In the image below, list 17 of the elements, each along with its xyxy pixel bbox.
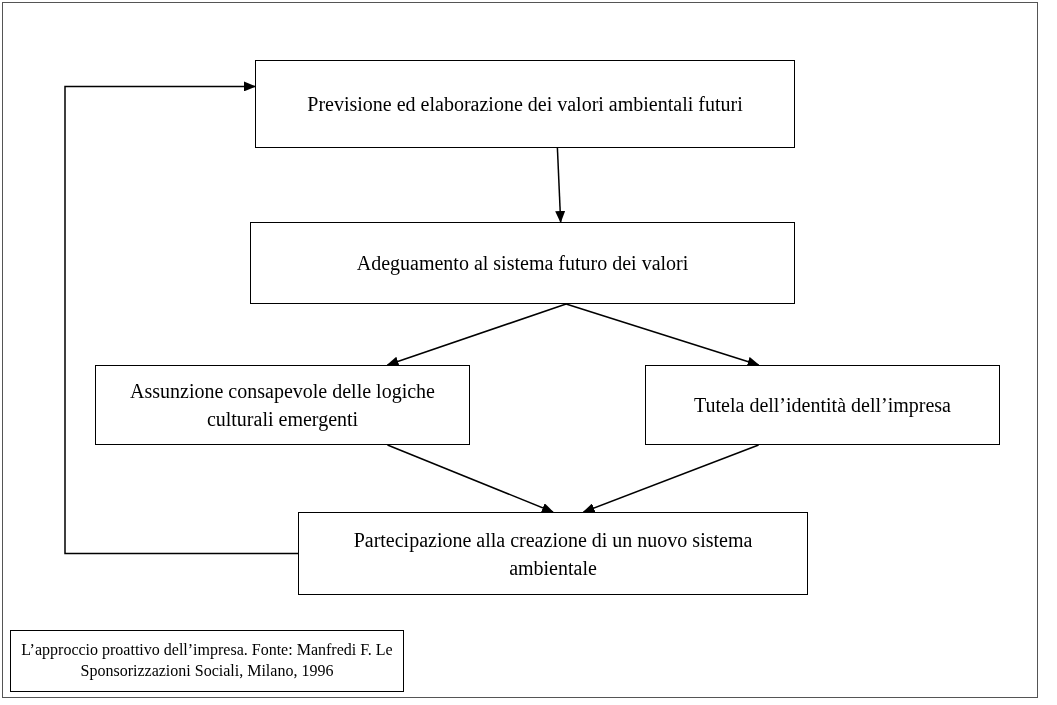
box-text: Adeguamento al sistema futuro dei valori [356,251,689,277]
process-box [298,512,808,595]
arrow [386,303,567,367]
arrow [582,444,760,513]
arrow [64,81,299,555]
caption: L’approccio proattivo dell’impresa. Fonte: Manfredi F. Le Sponsorizzazioni Sociali, Milano, 1996 [10,630,404,692]
arrow [555,147,566,223]
box-text: Assunzione consapevole delle logiche culturali emergenti [129,379,436,433]
process-box [255,60,795,148]
process-box [250,222,795,304]
box-text: Partecipazione alla creazione di un nuovo sistema ambientale [352,527,754,581]
process-box [645,365,1000,445]
process-box [95,365,470,445]
box-text: Tutela dell’identità dell’impresa [694,393,951,419]
box-text: Previsione ed elaborazione dei valori ambientali futuri [307,92,743,117]
arrow [565,303,760,367]
arrow [386,444,554,513]
